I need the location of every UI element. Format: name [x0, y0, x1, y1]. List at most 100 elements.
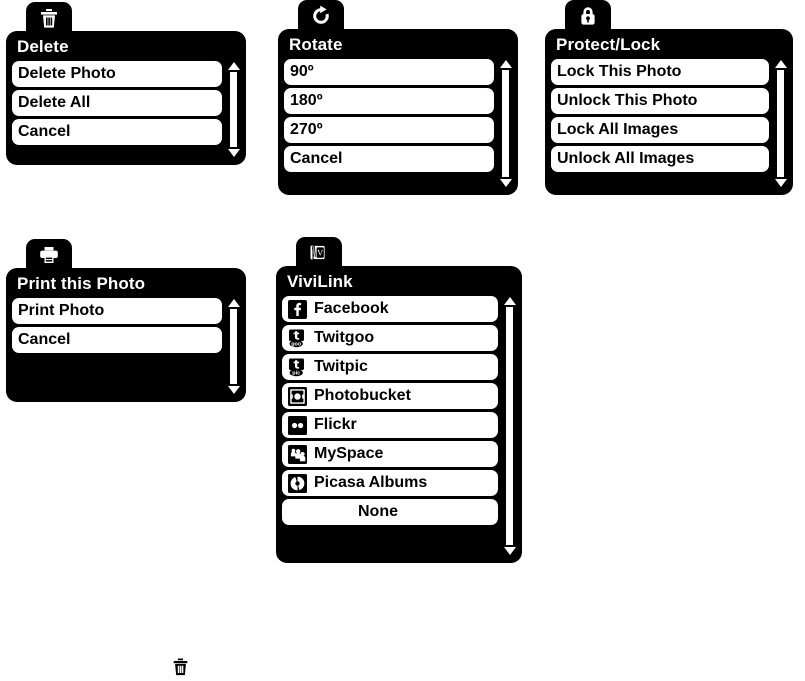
- delete-menu: Delete Delete Photo Delete All Cancel: [6, 2, 246, 165]
- trash-icon: [172, 658, 189, 676]
- scroll-up-arrow-icon[interactable]: [227, 299, 240, 307]
- menu-item-label: 180º: [290, 92, 323, 109]
- menu-item-delete-all[interactable]: Delete All: [12, 90, 222, 116]
- menu-item-twitpic[interactable]: pic Twitpic: [282, 354, 498, 380]
- myspace-icon: [288, 444, 307, 464]
- menu-item-unlock-this-photo[interactable]: Unlock This Photo: [551, 88, 769, 114]
- scroll-up-arrow-icon[interactable]: [227, 62, 240, 70]
- protect-lock-menu-items: Lock This Photo Unlock This Photo Lock A…: [551, 59, 769, 188]
- protect-lock-menu-body: Lock This Photo Unlock This Photo Lock A…: [551, 59, 787, 188]
- svg-text:pic: pic: [292, 370, 300, 376]
- protect-lock-menu-tab[interactable]: [565, 0, 611, 32]
- scroll-down-arrow-icon[interactable]: [227, 386, 240, 394]
- menu-item-cancel[interactable]: Cancel: [284, 146, 494, 172]
- trash-icon: [39, 8, 59, 29]
- scroll-down-arrow-icon[interactable]: [774, 179, 787, 187]
- vivilink-menu-body: Facebook goo Twitgoo: [282, 296, 516, 556]
- delete-menu-items: Delete Photo Delete All Cancel: [12, 61, 222, 158]
- menu-item-label: Unlock All Images: [557, 150, 695, 167]
- menu-item-label: Delete Photo: [18, 65, 116, 82]
- menu-item-label: Facebook: [314, 300, 389, 317]
- protect-lock-menu-scrollbar[interactable]: [774, 59, 787, 188]
- menu-item-rotate-270[interactable]: 270º: [284, 117, 494, 143]
- protect-lock-menu-panel: Protect/Lock Lock This Photo Unlock This…: [545, 29, 793, 195]
- scroll-down-arrow-icon[interactable]: [503, 547, 516, 555]
- menu-item-label: MySpace: [314, 445, 384, 462]
- delete-menu-title: Delete: [17, 37, 69, 56]
- menu-item-print-photo[interactable]: Print Photo: [12, 298, 222, 324]
- menu-item-rotate-90[interactable]: 90º: [284, 59, 494, 85]
- scrollbar-track[interactable]: [505, 306, 514, 546]
- rotate-icon: [310, 5, 332, 27]
- menu-item-label: Flickr: [314, 416, 357, 433]
- menu-item-myspace[interactable]: MySpace: [282, 441, 498, 467]
- twitgoo-icon: goo: [288, 329, 307, 348]
- scroll-down-arrow-icon[interactable]: [499, 179, 512, 187]
- menu-item-label: Picasa Albums: [314, 474, 428, 491]
- vivilink-menu-scrollbar[interactable]: [503, 296, 516, 556]
- print-menu-tab[interactable]: [26, 239, 72, 271]
- menu-item-label: Cancel: [18, 123, 71, 140]
- menu-item-label: Unlock This Photo: [557, 92, 698, 109]
- menu-item-label: Cancel: [290, 150, 343, 167]
- menu-item-unlock-all-images[interactable]: Unlock All Images: [551, 146, 769, 172]
- rotate-menu: Rotate 90º 180º 270º Cancel: [278, 0, 518, 195]
- scroll-down-arrow-icon[interactable]: [227, 149, 240, 157]
- rotate-menu-panel: Rotate 90º 180º 270º Cancel: [278, 29, 518, 195]
- print-menu: Print this Photo Print Photo Cancel: [6, 239, 246, 402]
- menu-item-label: Lock This Photo: [557, 63, 682, 80]
- menu-item-photobucket[interactable]: Photobucket: [282, 383, 498, 409]
- menu-item-lock-this-photo[interactable]: Lock This Photo: [551, 59, 769, 85]
- rotate-menu-scrollbar[interactable]: [499, 59, 512, 188]
- vivilink-menu: V ViviLink Facebook: [276, 237, 522, 563]
- rotate-menu-body: 90º 180º 270º Cancel: [284, 59, 512, 188]
- scroll-up-arrow-icon[interactable]: [774, 60, 787, 68]
- menu-item-facebook[interactable]: Facebook: [282, 296, 498, 322]
- menu-item-label: 90º: [290, 63, 314, 80]
- scrollbar-track[interactable]: [229, 308, 238, 385]
- protect-lock-menu: Protect/Lock Lock This Photo Unlock This…: [545, 0, 793, 195]
- menu-item-label: None: [358, 503, 398, 520]
- menu-item-picasa-albums[interactable]: Picasa Albums: [282, 470, 498, 496]
- scrollbar-track[interactable]: [501, 69, 510, 178]
- scrollbar-track[interactable]: [776, 69, 785, 178]
- flickr-icon: [288, 415, 307, 435]
- printer-icon: [38, 245, 60, 265]
- rotate-menu-items: 90º 180º 270º Cancel: [284, 59, 494, 188]
- menu-item-label: Print Photo: [18, 302, 105, 319]
- svg-text:goo: goo: [291, 341, 302, 347]
- vivilink-menu-tab[interactable]: V: [296, 237, 342, 269]
- menu-item-cancel[interactable]: Cancel: [12, 119, 222, 145]
- vivilink-icon: V: [307, 242, 331, 264]
- menu-item-flickr[interactable]: Flickr: [282, 412, 498, 438]
- menu-item-label: Delete All: [18, 94, 91, 111]
- menu-item-cancel[interactable]: Cancel: [12, 327, 222, 353]
- print-menu-items: Print Photo Cancel: [12, 298, 222, 395]
- print-menu-panel: Print this Photo Print Photo Cancel: [6, 268, 246, 402]
- menu-item-twitgoo[interactable]: goo Twitgoo: [282, 325, 498, 351]
- vivilink-menu-panel: ViviLink Facebook: [276, 266, 522, 563]
- protect-lock-menu-title: Protect/Lock: [556, 35, 661, 54]
- menu-item-lock-all-images[interactable]: Lock All Images: [551, 117, 769, 143]
- delete-menu-tab[interactable]: [26, 2, 72, 34]
- rotate-menu-tab[interactable]: [298, 0, 344, 32]
- vivilink-menu-title: ViviLink: [287, 272, 353, 291]
- photobucket-icon: [288, 386, 307, 406]
- delete-menu-panel: Delete Delete Photo Delete All Cancel: [6, 31, 246, 165]
- print-menu-scrollbar[interactable]: [227, 298, 240, 395]
- menu-item-label: Twitpic: [314, 358, 368, 375]
- scrollbar-track[interactable]: [229, 71, 238, 148]
- menu-item-rotate-180[interactable]: 180º: [284, 88, 494, 114]
- menu-item-none[interactable]: None: [282, 499, 498, 525]
- delete-menu-scrollbar[interactable]: [227, 61, 240, 158]
- scroll-up-arrow-icon[interactable]: [499, 60, 512, 68]
- menu-item-label: Cancel: [18, 331, 71, 348]
- facebook-icon: [288, 299, 307, 319]
- lock-icon: [578, 5, 598, 27]
- menu-item-label: Photobucket: [314, 387, 411, 404]
- menu-item-delete-photo[interactable]: Delete Photo: [12, 61, 222, 87]
- scroll-up-arrow-icon[interactable]: [503, 297, 516, 305]
- svg-text:V: V: [317, 248, 324, 258]
- picasa-icon: [288, 473, 307, 493]
- delete-menu-body: Delete Photo Delete All Cancel: [12, 61, 240, 158]
